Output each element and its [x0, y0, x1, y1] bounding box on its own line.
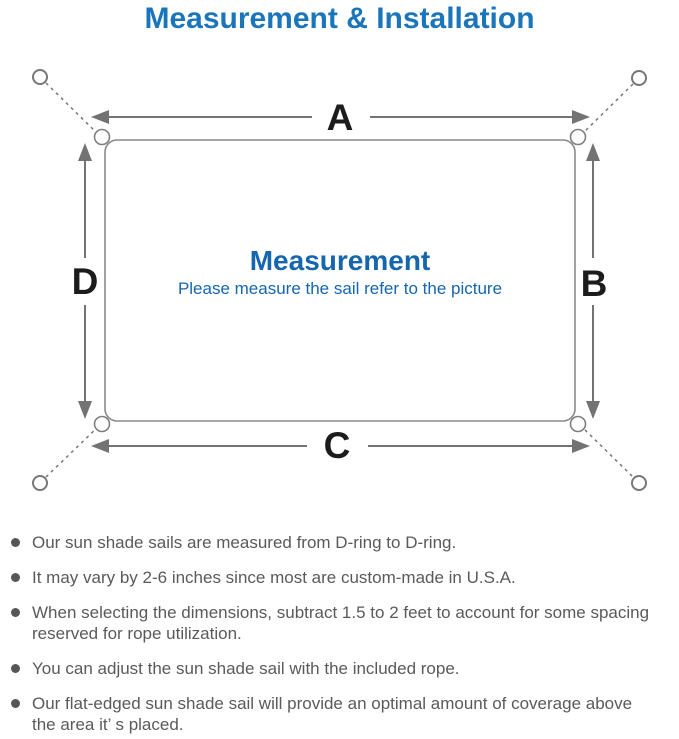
dimension-arrow-d [78, 143, 92, 419]
notes-list: Our sun shade sails are measured from D-… [8, 532, 670, 739]
note-line: You can adjust the sun shade sail with t… [32, 659, 460, 678]
list-item: You can adjust the sun shade sail with t… [8, 658, 670, 679]
note-line: When selecting the dimensions, subtract … [32, 603, 650, 622]
bullet-icon [11, 664, 20, 673]
d-ring-bottom-right [569, 415, 587, 433]
note-text: Our flat-edged sun shade sail will provi… [32, 693, 632, 735]
note-text: Our sun shade sails are measured from D-… [32, 532, 456, 553]
list-item: Our sun shade sails are measured from D-… [8, 532, 670, 553]
note-line: Our sun shade sails are measured from D-… [32, 533, 457, 552]
anchor-point-bottom-right [631, 475, 647, 491]
dimension-arrow-a [91, 110, 590, 124]
dimension-label-a: A [327, 97, 354, 138]
bullet-icon [11, 573, 20, 582]
note-line: It may vary by 2-6 inches since most are… [32, 568, 516, 587]
sail-outline [104, 139, 576, 422]
d-ring-top-left [93, 128, 111, 146]
dimension-arrow-b [586, 143, 600, 419]
anchor-point-bottom-left [32, 475, 48, 491]
dimension-label-b: B [581, 263, 608, 304]
bullet-icon [11, 538, 20, 547]
note-line: reserved for rope utilization. [32, 624, 242, 643]
rope-dashed-line-top-left [45, 82, 101, 137]
bullet-icon [11, 699, 20, 708]
list-item: It may vary by 2-6 inches since most are… [8, 567, 670, 588]
diagram-subheading: Please measure the sail refer to the pic… [178, 279, 502, 298]
measurement-diagram: A C D B Measurement Please measure the s… [32, 69, 647, 491]
diagram-heading: Measurement [250, 245, 431, 276]
list-item: When selecting the dimensions, subtract … [8, 602, 670, 644]
d-ring-top-right [569, 128, 587, 146]
note-line: Our flat-edged sun shade sail will provi… [32, 694, 633, 713]
note-text: When selecting the dimensions, subtract … [32, 602, 649, 644]
anchor-point-top-left [32, 69, 48, 85]
d-ring-bottom-left [93, 415, 111, 433]
dimension-arrow-c [91, 439, 590, 453]
list-item: Our flat-edged sun shade sail will provi… [8, 693, 670, 735]
rope-dashed-line-bottom-right [579, 424, 634, 478]
note-line: the area it’ s placed. [32, 715, 184, 734]
rope-dashed-line-top-right [579, 83, 634, 137]
rope-dashed-line-bottom-left [45, 424, 101, 478]
note-text: You can adjust the sun shade sail with t… [32, 658, 460, 679]
anchor-point-top-right [631, 70, 647, 86]
note-text: It may vary by 2-6 inches since most are… [32, 567, 516, 588]
bullet-icon [11, 608, 20, 617]
page-title: Measurement & Installation [144, 2, 535, 35]
dimension-label-d: D [72, 261, 99, 302]
dimension-label-c: C [324, 425, 351, 466]
